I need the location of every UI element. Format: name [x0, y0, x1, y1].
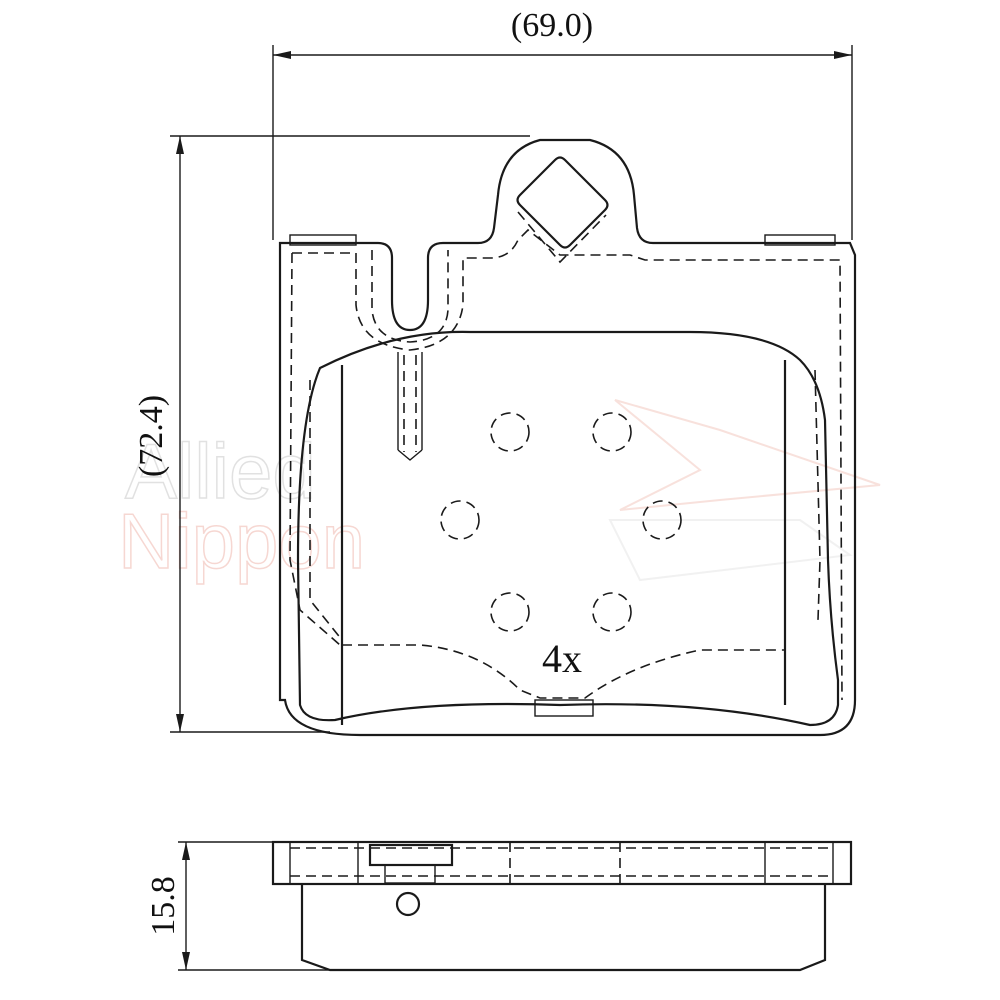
- rivet-hole: [440, 500, 480, 540]
- height-dimension: (72.4): [133, 135, 530, 733]
- side-friction-material: [300, 884, 827, 972]
- rivet-hole: [642, 500, 682, 540]
- side-backing-plate: [271, 840, 853, 886]
- left-top-tab: [289, 234, 357, 246]
- rivet-hole: [592, 592, 632, 632]
- watermark-logo-icon: [614, 399, 881, 511]
- thickness-dimension-label: 15.8: [145, 876, 182, 936]
- wear-sensor-circle: [395, 891, 421, 917]
- rivet-hole: [592, 412, 632, 452]
- rivet-hole: [490, 412, 530, 452]
- backing-plate-outline: [278, 138, 857, 737]
- watermark-line1: Allied: [125, 427, 316, 515]
- height-dimension-label: (72.4): [133, 395, 170, 477]
- watermark-line2: Nippon: [118, 497, 365, 585]
- rivet-hole: [490, 592, 530, 632]
- pad-side-view: 15.8: [145, 840, 853, 972]
- wear-sensor-pin: [397, 352, 423, 461]
- watermark: Allied Nippon: [117, 399, 881, 586]
- width-dimension: (69.0): [272, 7, 853, 240]
- width-dimension-label: (69.0): [511, 7, 593, 44]
- backing-plate-hidden-edge: [292, 228, 843, 701]
- mounting-eye-diamond: [516, 156, 609, 249]
- hole-count-note: 4x: [542, 636, 582, 681]
- rivet-holes: [440, 412, 682, 632]
- friction-material-outline: [296, 330, 840, 727]
- right-top-tab: [764, 234, 836, 246]
- pad-front-view: 4x: [278, 138, 857, 737]
- watermark-logo-swoosh-icon: [608, 519, 853, 582]
- bottom-center-tab: [534, 699, 594, 717]
